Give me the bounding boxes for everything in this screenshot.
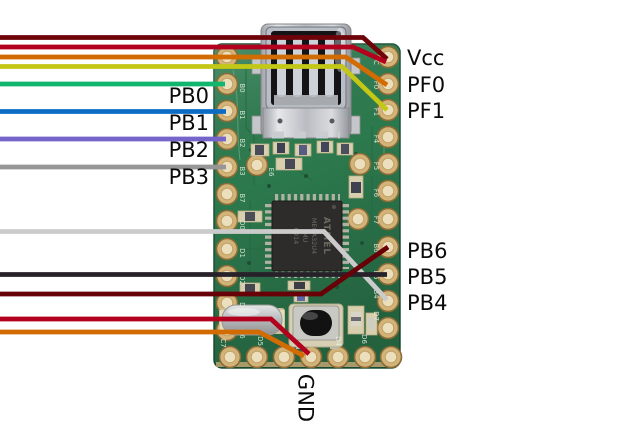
wire-pf0-orange [0, 54, 389, 87]
svg-text:E6: E6 [267, 168, 275, 177]
svg-text:0914: 0914 [292, 228, 300, 245]
annotation-wires [0, 35, 390, 359]
solder-pad [326, 345, 350, 369]
solder-pad [215, 237, 239, 261]
solder-pad [245, 345, 269, 369]
svg-text:F1: F1 [372, 108, 380, 116]
solder-pad-inner [245, 153, 269, 177]
microcontroller-chip: ATMEL MEGA32U4 -MU 0914 [265, 194, 349, 278]
svg-text:C7: C7 [219, 338, 227, 347]
svg-text:-MU: -MU [301, 230, 309, 243]
svg-text:F0: F0 [372, 81, 380, 89]
wire-vcc-dark-red [0, 35, 389, 61]
svg-text:B0: B0 [238, 83, 246, 92]
wire-gnd-orange [0, 329, 306, 359]
label-pb2: PB2 [169, 138, 209, 162]
wire-pf1-yellow [0, 64, 389, 112]
svg-text:F4: F4 [372, 135, 380, 144]
solder-pad-inner [346, 207, 370, 231]
svg-text:D1: D1 [238, 248, 246, 258]
label-pf0: PF0 [407, 73, 445, 97]
solder-pad [353, 345, 377, 369]
label-pb1: PB1 [169, 111, 209, 135]
label-pb4: PB4 [407, 291, 447, 315]
pin-labels: PB0 PB1 PB2 PB3 Vcc PF0 PF1 PB6 PB5 PB4 … [169, 46, 448, 422]
svg-text:D6: D6 [360, 334, 368, 344]
svg-text:B2: B2 [238, 138, 246, 147]
svg-text:F6: F6 [372, 189, 380, 198]
wire-pb4-lightgray [0, 229, 389, 302]
wire-pb6-dark-red [0, 245, 390, 297]
solder-pad [215, 182, 239, 206]
label-pf1: PF1 [407, 99, 445, 123]
solder-pad [215, 209, 239, 233]
svg-text:D7: D7 [372, 311, 380, 321]
svg-text:B6: B6 [372, 243, 380, 253]
wire-gnd-red [0, 316, 311, 356]
svg-text:B7: B7 [238, 193, 246, 202]
teensy-board: ATMEL MEGA32U4 -MU 0914 B0 B1 B2 B3 B7 D… [213, 23, 403, 369]
reset-button [288, 303, 344, 349]
smd-components [237, 140, 378, 336]
svg-text:B1: B1 [238, 110, 246, 119]
svg-text:D2: D2 [238, 275, 246, 285]
svg-text:B3: B3 [238, 166, 246, 175]
label-pb0: PB0 [169, 84, 209, 108]
label-vcc: Vcc [407, 46, 444, 70]
svg-text:D5: D5 [256, 336, 264, 346]
solder-pad [218, 345, 242, 369]
solder-pad [379, 345, 403, 369]
label-pb5: PB5 [407, 265, 447, 289]
label-pb6: PB6 [407, 239, 447, 263]
svg-text:B4: B4 [372, 289, 380, 299]
svg-text:MEGA32U4: MEGA32U4 [310, 218, 318, 254]
svg-text:D0: D0 [238, 220, 246, 230]
svg-text:D4: D4 [334, 336, 342, 346]
label-gnd: GND [293, 374, 317, 422]
svg-text:D3: D3 [238, 302, 246, 312]
usb-connector [251, 23, 361, 139]
wire-vcc-red [0, 44, 387, 65]
svg-text:F7: F7 [372, 216, 380, 224]
label-pb3: PB3 [169, 165, 209, 189]
svg-text:F5: F5 [372, 162, 380, 170]
solder-pad-inner [348, 152, 372, 176]
